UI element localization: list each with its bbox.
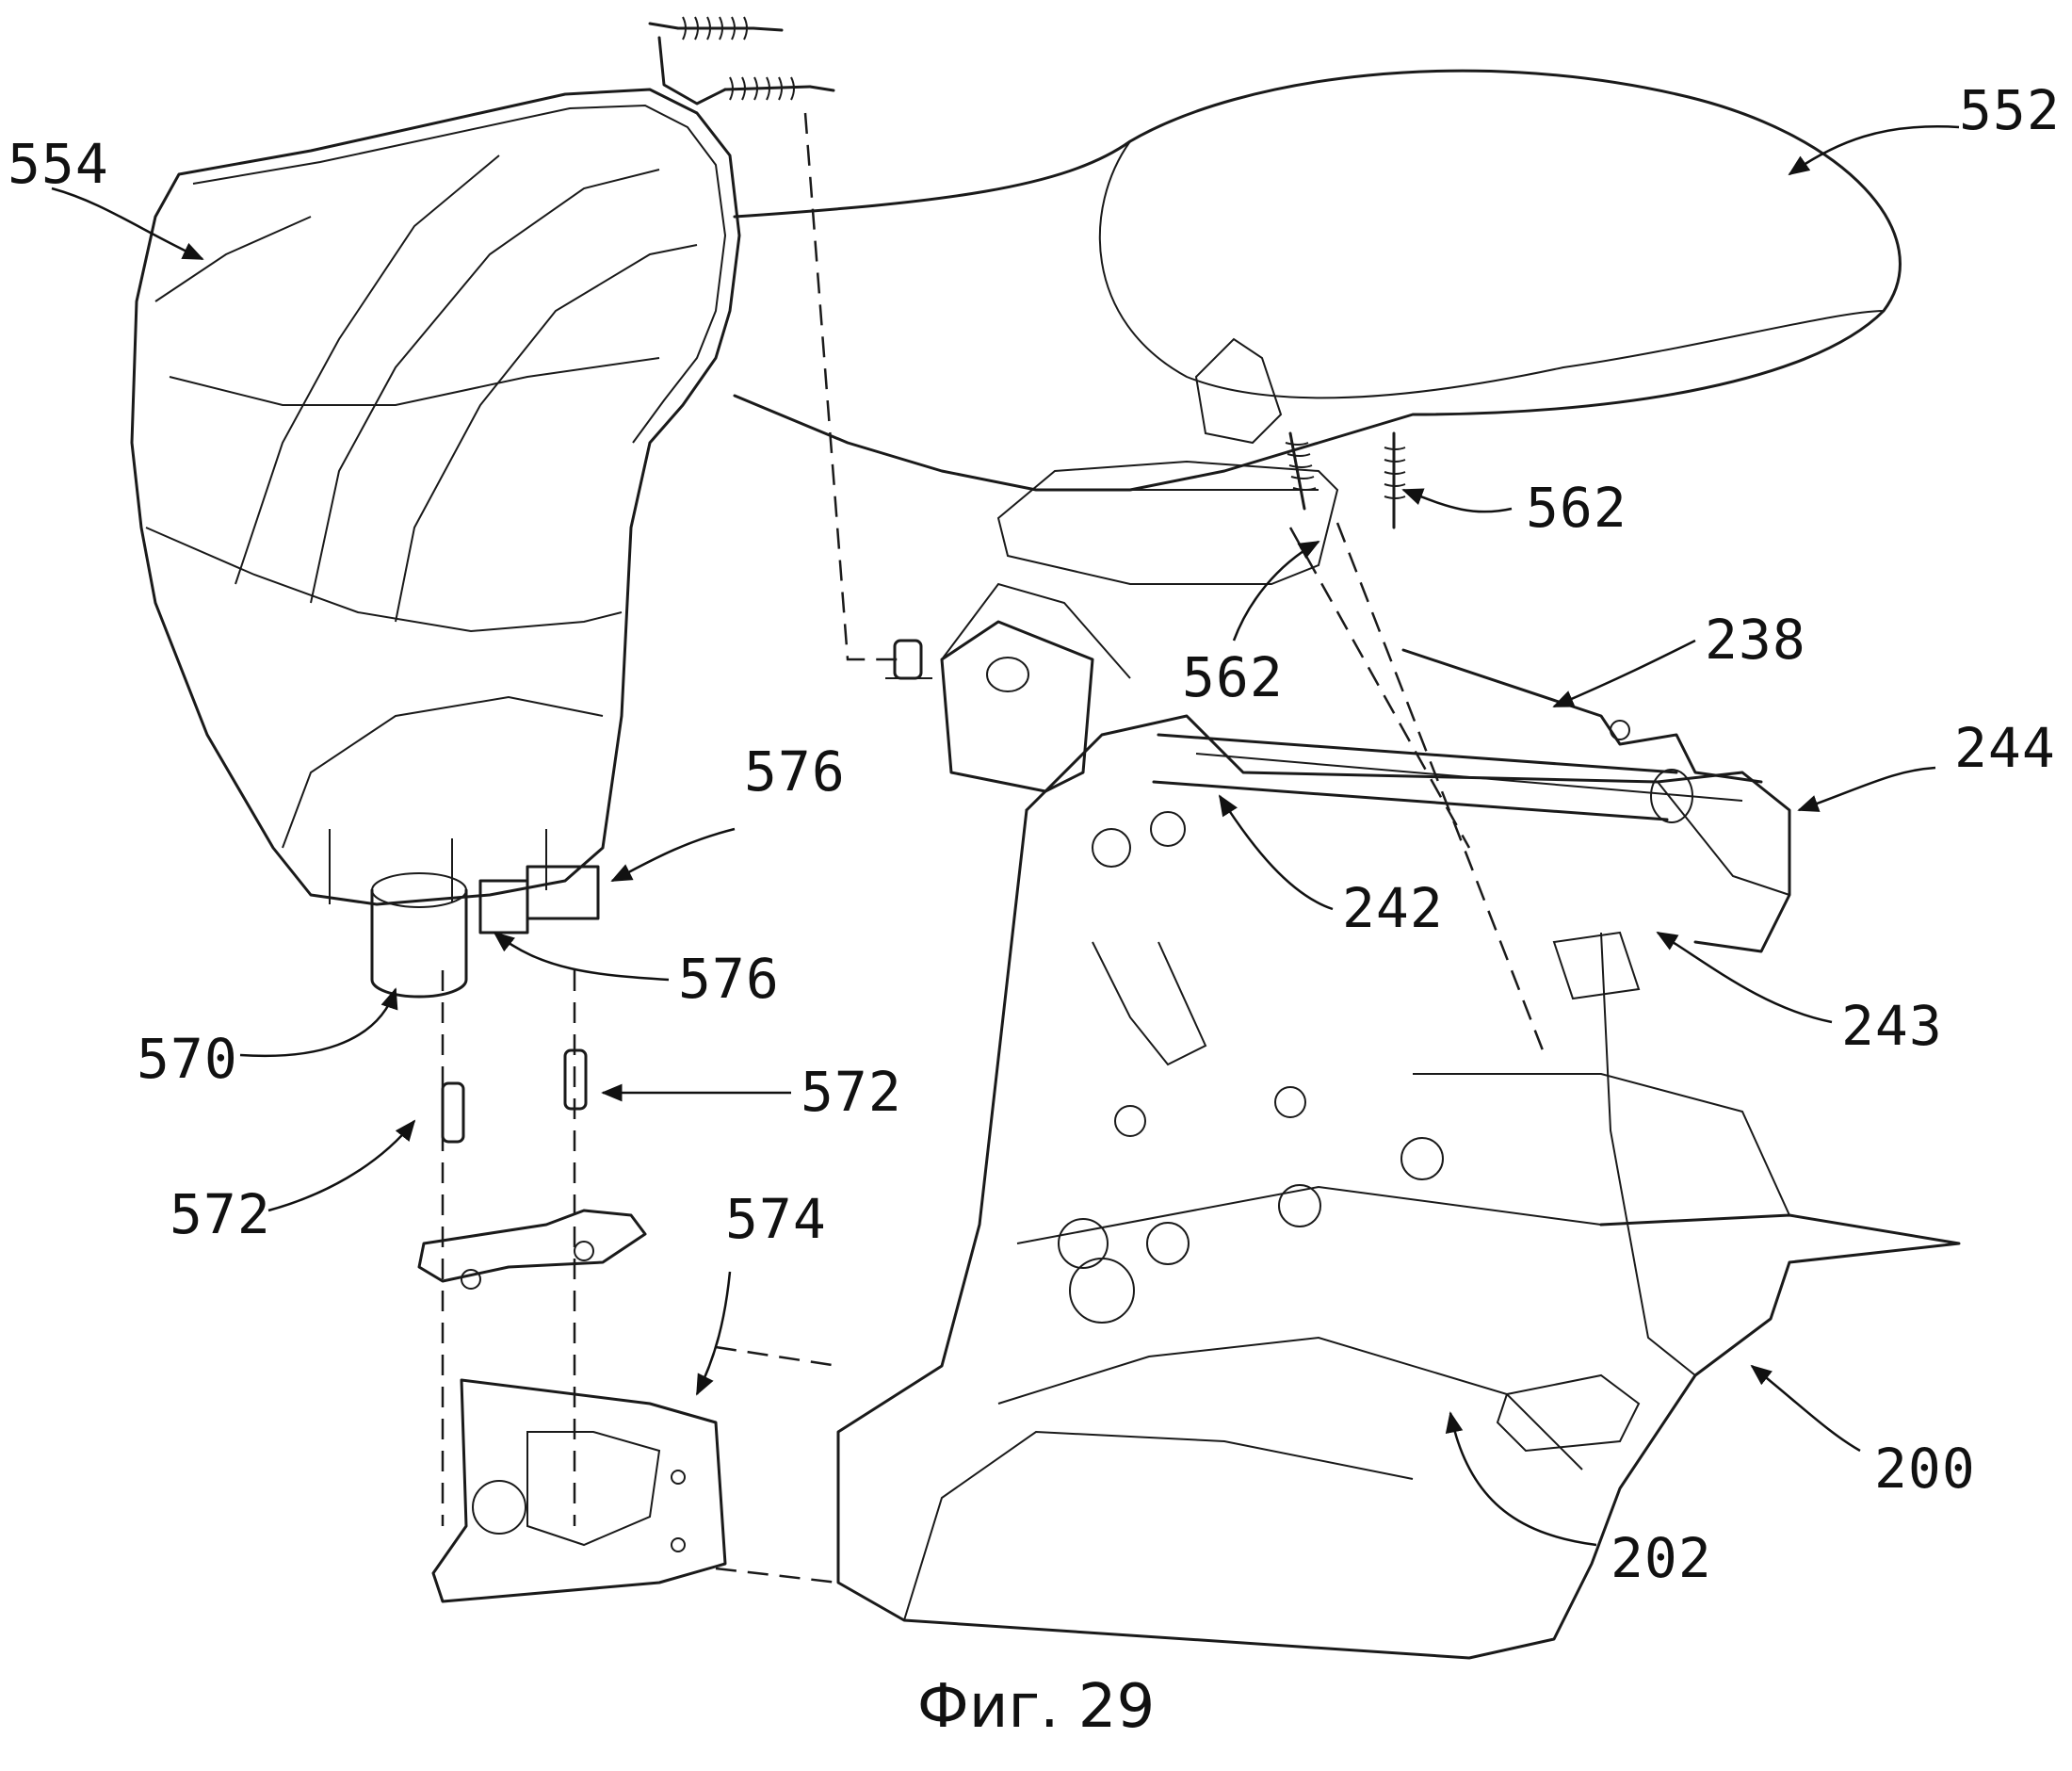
label-238: 238 <box>1705 608 1806 672</box>
label-554: 554 <box>8 132 109 196</box>
label-576-lower: 576 <box>678 947 780 1011</box>
bushing-570 <box>370 872 468 999</box>
label-200: 200 <box>1874 1437 1976 1501</box>
assembly-dashed-lines <box>441 112 1546 1584</box>
label-552: 552 <box>1959 78 2061 142</box>
label-562-lower: 562 <box>1182 645 1284 709</box>
label-244: 244 <box>1954 716 2056 780</box>
label-570: 570 <box>137 1027 238 1091</box>
tabs-576 <box>478 865 600 934</box>
label-243: 243 <box>1841 994 1943 1058</box>
mounting-plate <box>417 1209 647 1290</box>
pins-572 <box>441 1048 588 1144</box>
tank-springs <box>648 16 835 106</box>
tube-243 <box>1152 733 1693 823</box>
label-202: 202 <box>1611 1526 1712 1590</box>
fuel-tank-554 <box>130 88 741 906</box>
label-562-upper: 562 <box>1526 476 1627 540</box>
seat-552 <box>733 69 1902 585</box>
label-572-right: 572 <box>801 1060 902 1124</box>
figure-caption: Фиг. 29 <box>916 1672 1156 1742</box>
label-574: 574 <box>725 1187 827 1251</box>
label-242: 242 <box>1342 876 1444 940</box>
label-572-left: 572 <box>170 1182 271 1246</box>
bracket-574 <box>431 1378 727 1603</box>
isolator <box>885 639 932 680</box>
seat-springs-562 <box>1285 431 1406 529</box>
leader-lines <box>51 125 1960 1547</box>
frame-200 <box>836 582 1961 1660</box>
label-576-upper: 576 <box>744 739 846 804</box>
